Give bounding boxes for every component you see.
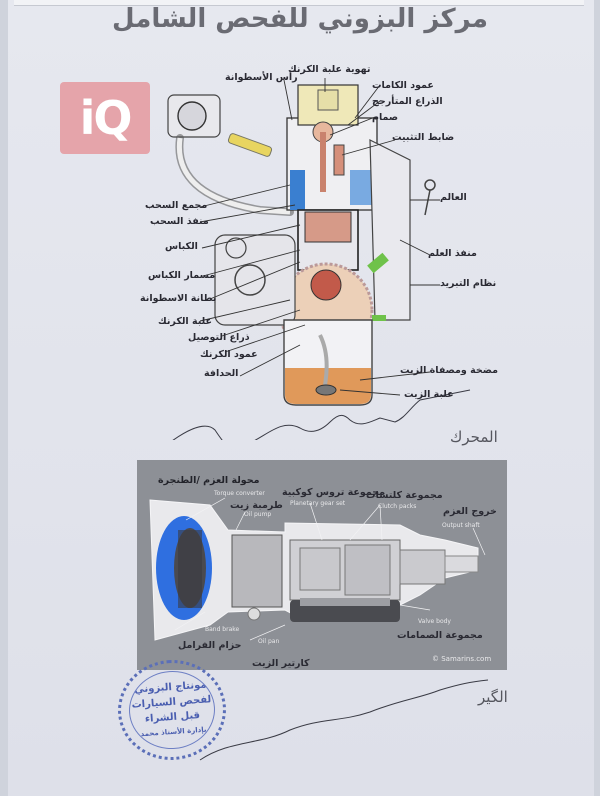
label-crankshaft: عمود الكرنك xyxy=(200,349,258,360)
label-planetary-gear: مجموعة تروس كوكبية xyxy=(282,487,385,498)
label-band-brake: حزام الفرامل xyxy=(178,640,242,651)
engine-illustration xyxy=(167,78,471,440)
label-cylinder-liner: بطانة الاسطوانة xyxy=(140,293,217,304)
label-intake-port: منفذ السحب xyxy=(150,216,209,227)
transmission-section-label: الگير xyxy=(478,688,508,706)
label-output-shaft: خروج العزم xyxy=(443,506,497,517)
label-flywheel: الحدافة xyxy=(204,368,239,379)
label-throttle-regulator: ضابط التثبيت xyxy=(392,132,455,143)
label-camshaft: عمود الكامات xyxy=(372,80,434,91)
iq-logo: iQ xyxy=(60,82,150,154)
label-valve-body: مجموعة الصمامات xyxy=(397,630,483,641)
label-valve-body-en: Valve body xyxy=(418,618,451,625)
engine-section-label: المحرك xyxy=(450,428,498,446)
label-oil-pump: طرمبة زيت xyxy=(230,500,283,511)
label-rocker-arm: الذراع المتأرجح xyxy=(372,96,443,107)
label-torque-converter-en: Torque converter xyxy=(214,490,265,497)
label-planetary-gear-en: Planetary gear set xyxy=(290,500,346,507)
label-band-brake-en: Band brake xyxy=(205,626,240,633)
label-cooling-system: نظام التبريد xyxy=(440,278,497,289)
label-piston-pin: مسمار الكباس xyxy=(148,270,216,281)
label-oil-pump-en: Oil pump xyxy=(244,511,272,518)
label-clutch-packs: مجموعة كلتشات xyxy=(366,490,443,501)
label-dipstick: العالم xyxy=(440,192,467,203)
copyright-text: © Samarins.com xyxy=(432,655,492,663)
label-trans-oil-pan: كارتير الزيت xyxy=(252,658,310,669)
label-oil-pan-en: Oil pan xyxy=(258,638,280,645)
label-intake-manifold: مجمع السحب xyxy=(145,200,208,211)
label-output-shaft-en: Output shaft xyxy=(442,522,480,529)
label-piston: الكباس xyxy=(165,241,198,252)
label-connecting-rod: ذراع التوصيل xyxy=(188,332,250,343)
document-title: مركز البزوني للفحص الشامل xyxy=(112,4,488,34)
label-crankcase: علبة الكرنك xyxy=(158,316,212,327)
label-dipstick-tube: منفذ العلم xyxy=(428,248,477,259)
label-crankcase-ventilation: تهوية علبة الكرنك xyxy=(288,64,371,75)
label-valve: صمام xyxy=(372,112,399,123)
label-oil-pump-strainer: مضخة ومصفاة الزيت xyxy=(400,365,498,376)
label-torque-converter: محولة العزم /الطنجرة xyxy=(158,475,260,486)
paper-edge xyxy=(14,0,584,6)
label-clutch-packs-en: Clutch packs xyxy=(378,503,417,510)
label-oil-pan: علبة الزيت xyxy=(404,389,454,400)
label-cylinder-head: رأس الأسطوانة xyxy=(225,72,298,83)
